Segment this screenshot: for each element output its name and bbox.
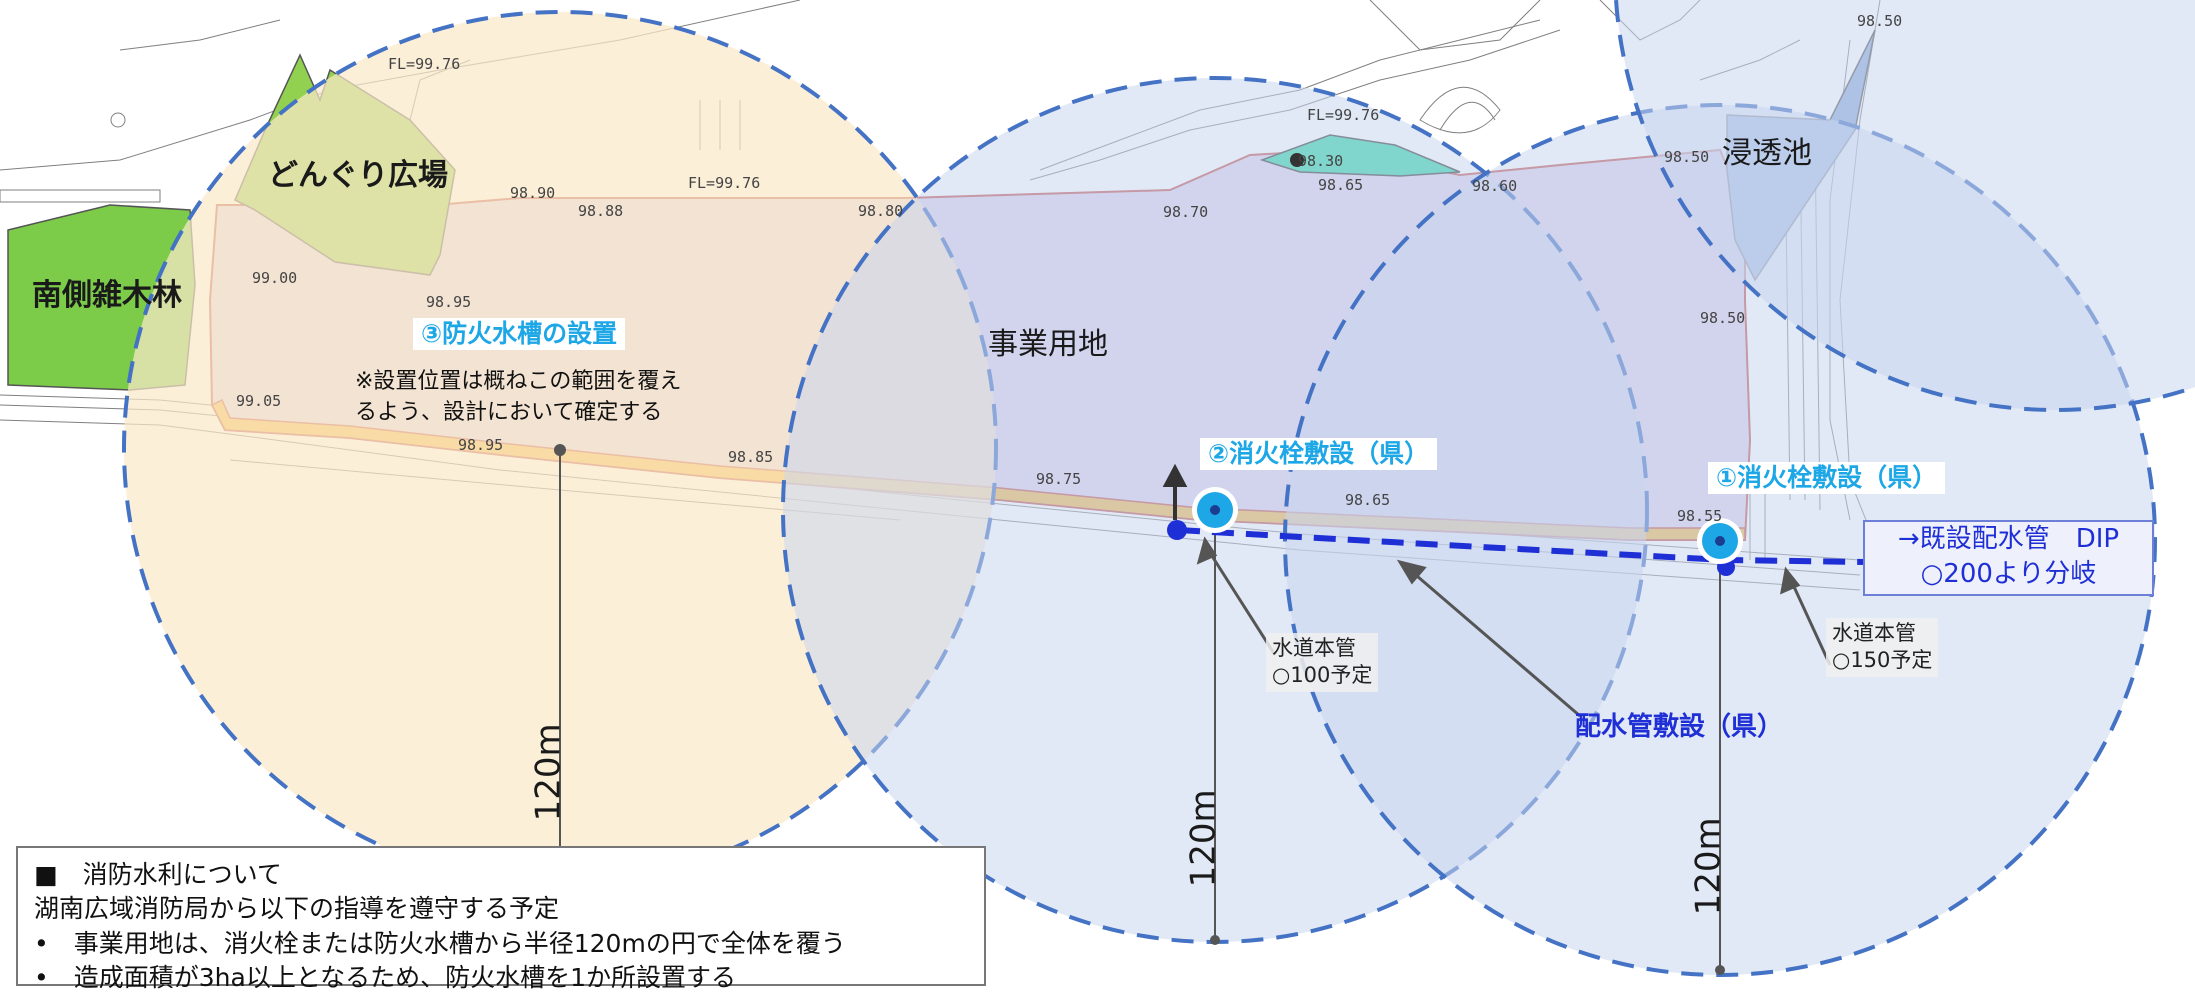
main-pipe-label-line: ○100予定 — [1272, 663, 1373, 688]
radius-lines — [559, 450, 1721, 970]
elevation-label: 98.85 — [728, 448, 774, 466]
elevation-label: 99.05 — [236, 392, 282, 410]
survey-point — [1290, 153, 1304, 167]
main-pipe-label-line: 水道本管 — [1832, 621, 1916, 645]
elevation-label: 99.00 — [252, 269, 298, 287]
pipe-junction-dot — [1167, 520, 1187, 540]
elevation-label: 98.60 — [1472, 177, 1518, 195]
notes-line: • 事業用地は、消火栓または防火水槽から半径120mの円で全体を覆う — [34, 928, 846, 958]
radius-label: 120m — [528, 723, 569, 822]
notes-line: 湖南広域消防局から以下の指導を遵守する予定 — [34, 894, 560, 924]
elevation-label: 98.65 — [1318, 176, 1364, 194]
leader-arrows — [1196, 536, 1832, 718]
elevation-label: 98.88 — [578, 202, 624, 220]
tank-note-line: ※設置位置は概ねこの範囲を覆え — [355, 369, 682, 394]
main-pipe-label-line: ○150予定 — [1832, 648, 1933, 673]
south-woods-label: 南側雑木林 — [32, 278, 182, 313]
elevation-label: FL=99.76 — [688, 174, 761, 192]
elevation-label: 98.65 — [1345, 491, 1391, 509]
distribution-pipe — [1177, 527, 1866, 565]
main-pipe-label-line: 水道本管 — [1272, 636, 1356, 660]
elevation-label: 98.80 — [858, 202, 904, 220]
up-arrow — [1162, 463, 1188, 520]
hydrant1-marker — [1697, 518, 1743, 564]
tank-note: ※設置位置は概ねこの範囲を覆え るよう、設計において確定する — [355, 366, 681, 428]
radius-label: 120m — [1688, 817, 1729, 916]
elevation-label: FL=99.76 — [1307, 106, 1380, 124]
elevation-label: 98.55 — [1677, 507, 1723, 525]
hydrant1-label: ①消火栓敷設（県） — [1708, 462, 1946, 494]
branch-line: →既設配水管 DIP — [1897, 524, 2120, 554]
donguri-plaza-label: どんぐり広場 — [268, 158, 448, 193]
main-pipe-100-label: 水道本管 ○100予定 — [1266, 633, 1379, 692]
existing-pipe-branch-box: →既設配水管 DIP ○200より分岐 — [1863, 520, 2154, 596]
fire-water-notes-box: ■ 消防水利について 湖南広域消防局から以下の指導を遵守する予定 • 事業用地は… — [16, 846, 986, 992]
elevation-label: 98.50 — [1664, 148, 1710, 166]
elevation-label: FL=99.76 — [388, 55, 461, 73]
fire-tank-label: ③防火水槽の設置 — [413, 318, 626, 350]
notes-title: ■ 消防水利について — [34, 860, 282, 889]
main-pipe-150-label: 水道本管 ○150予定 — [1826, 618, 1939, 677]
elevation-label: 98.70 — [1163, 203, 1209, 221]
elevation-label: 98.95 — [458, 436, 504, 454]
top-right-coverage-circle — [1614, 0, 2195, 412]
elevation-label: 98.90 — [510, 184, 556, 202]
elevation-label: 98.75 — [1036, 470, 1082, 488]
radius-end-dots — [554, 444, 1725, 975]
hydrant2-marker — [1192, 487, 1238, 533]
elevation-label: 98.30 — [1298, 152, 1344, 170]
infiltration-pond-label: 浸透池 — [1722, 136, 1812, 171]
tank-note-line: るよう、設計において確定する — [355, 400, 663, 426]
elevation-label: 98.50 — [1857, 12, 1903, 30]
distribution-pipe-label: 配水管敷設（県） — [1575, 712, 1784, 742]
hydrant2-label: ②消火栓敷設（県） — [1200, 438, 1438, 470]
elevation-label: 98.95 — [426, 293, 472, 311]
elevation-label: 98.50 — [1700, 309, 1746, 327]
radius-label: 120m — [1183, 789, 1224, 888]
business-site-label: 事業用地 — [988, 327, 1108, 362]
branch-line: ○200より分岐 — [1920, 559, 2097, 590]
